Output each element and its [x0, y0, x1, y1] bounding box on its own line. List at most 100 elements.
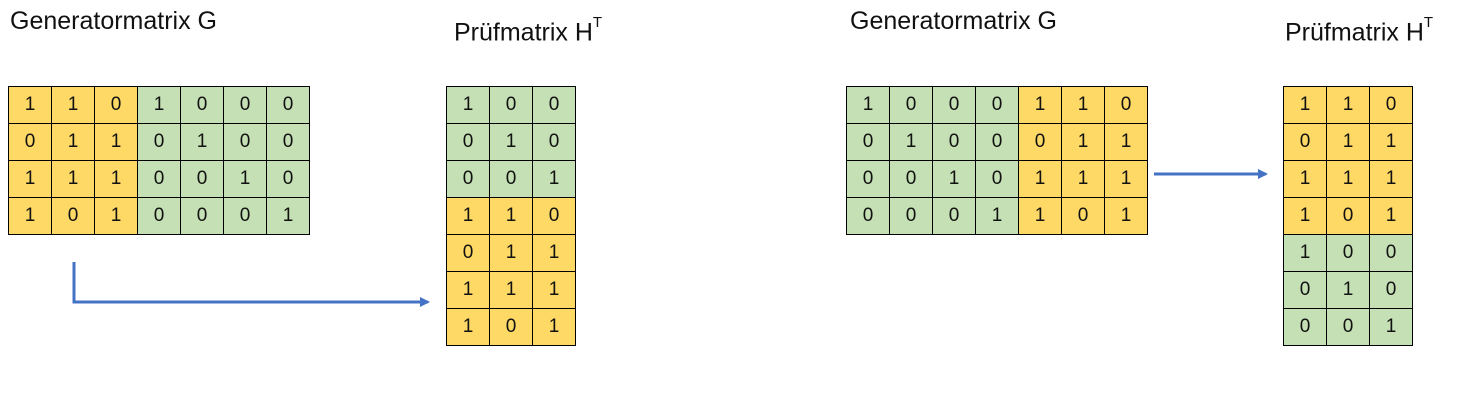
matrix-cell: 0 — [180, 160, 224, 198]
matrix-cell: 0 — [975, 123, 1019, 161]
matrix-cell: 0 — [1018, 123, 1062, 161]
matrix-cell: 1 — [489, 271, 533, 309]
matrix-cell: 1 — [8, 197, 52, 235]
matrix-cell: 1 — [1283, 86, 1327, 124]
matrix-cell: 0 — [223, 86, 267, 124]
matrix-cell: 1 — [223, 160, 267, 198]
matrix-cell: 0 — [532, 123, 576, 161]
matrix-cell: 1 — [1018, 160, 1062, 198]
matrix-cell: 0 — [489, 160, 533, 198]
matrix-cell: 1 — [1018, 197, 1062, 235]
matrix-cell: 1 — [1326, 271, 1370, 309]
matrix-cell: 1 — [532, 308, 576, 346]
matrix-cell: 0 — [266, 123, 310, 161]
matrix-cell: 0 — [1326, 308, 1370, 346]
matrix-cell: 0 — [846, 160, 890, 198]
matrix-cell: 1 — [532, 271, 576, 309]
right-generator-label: Generatormatrix G — [850, 7, 1058, 35]
matrix-cell: 1 — [446, 86, 490, 124]
left-generator-label: Generatormatrix G — [10, 7, 218, 35]
matrix-cell: 1 — [1326, 86, 1370, 124]
matrix-cell: 1 — [266, 197, 310, 235]
matrix-cell: 0 — [1283, 308, 1327, 346]
matrix-cell: 0 — [532, 86, 576, 124]
matrix-cell: 0 — [266, 160, 310, 198]
matrix-cell: 0 — [446, 160, 490, 198]
matrix-cell: 1 — [446, 197, 490, 235]
matrix-cell: 1 — [137, 86, 181, 124]
matrix-cell: 0 — [1061, 197, 1105, 235]
matrix-cell: 1 — [1369, 160, 1413, 198]
matrix-cell: 1 — [489, 197, 533, 235]
matrix-cell: 0 — [1369, 86, 1413, 124]
matrix-cell: 0 — [1326, 197, 1370, 235]
matrix-cell: 0 — [1369, 234, 1413, 272]
matrix-cell: 1 — [446, 308, 490, 346]
matrix-cell: 1 — [1283, 160, 1327, 198]
matrix-cell: 1 — [94, 197, 138, 235]
matrix-cell: 0 — [532, 197, 576, 235]
matrix-cell: 0 — [137, 160, 181, 198]
matrix-cell: 0 — [94, 86, 138, 124]
matrix-cell: 1 — [1061, 160, 1105, 198]
matrix-cell: 1 — [51, 123, 95, 161]
matrix-cell: 1 — [51, 86, 95, 124]
matrix-cell: 1 — [1104, 197, 1148, 235]
matrix-cell: 0 — [489, 308, 533, 346]
matrix-cell: 1 — [1369, 308, 1413, 346]
matrix-cell: 1 — [94, 123, 138, 161]
matrix-cell: 0 — [1104, 86, 1148, 124]
matrix-cell: 1 — [532, 160, 576, 198]
matrix-cell: 1 — [975, 197, 1019, 235]
matrix-cell: 0 — [446, 234, 490, 272]
matrix-cell: 0 — [51, 197, 95, 235]
matrix-cell: 0 — [1326, 234, 1370, 272]
matrix-cell: 1 — [1104, 160, 1148, 198]
matrix-cell: 1 — [489, 123, 533, 161]
matrix-cell: 0 — [932, 86, 976, 124]
matrix-cell: 0 — [975, 160, 1019, 198]
matrix-cell: 1 — [1369, 197, 1413, 235]
matrix-cell: 0 — [137, 197, 181, 235]
matrix-cell: 1 — [94, 160, 138, 198]
matrix-cell: 0 — [889, 86, 933, 124]
matrix-cell: 1 — [1104, 123, 1148, 161]
matrix-cell: 0 — [223, 197, 267, 235]
matrix-cell: 0 — [846, 123, 890, 161]
matrix-cell: 0 — [266, 86, 310, 124]
left-arrow — [72, 262, 430, 307]
matrix-cell: 0 — [889, 197, 933, 235]
matrix-cell: 0 — [846, 197, 890, 235]
matrix-cell: 0 — [180, 197, 224, 235]
matrix-cell: 1 — [1061, 123, 1105, 161]
matrix-cell: 1 — [532, 234, 576, 272]
matrix-cell: 0 — [489, 86, 533, 124]
left-check-label: Prüfmatrix HT — [454, 14, 603, 47]
right-check-label: Prüfmatrix HT — [1285, 14, 1434, 47]
matrix-cell: 0 — [932, 197, 976, 235]
matrix-cell: 1 — [1326, 123, 1370, 161]
